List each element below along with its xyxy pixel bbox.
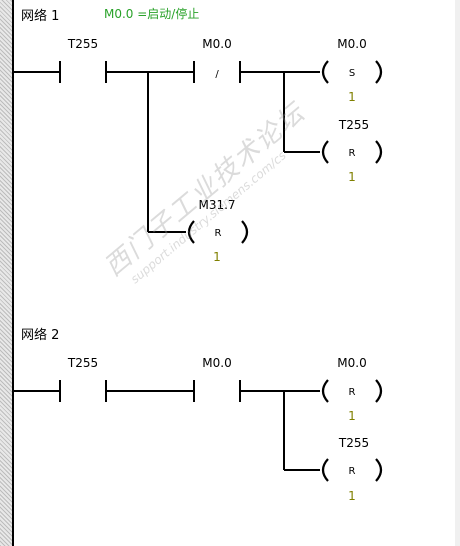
- vertical-scroll-edge[interactable]: [455, 0, 460, 546]
- n1-contact-m00-slash: /: [215, 69, 219, 80]
- n2-contact-m00-label[interactable]: M0.0: [202, 356, 232, 370]
- network-1-title[interactable]: 网络 1: [21, 9, 60, 24]
- n1-coil-m317-count[interactable]: 1: [213, 250, 221, 264]
- network-2-title[interactable]: 网络 2: [21, 328, 60, 343]
- n2-coil-t255-label[interactable]: T255: [338, 436, 370, 450]
- n1-coil-t255[interactable]: [321, 140, 383, 164]
- n2-coil-m00-count[interactable]: 1: [348, 409, 356, 423]
- n1-contact-t255-label[interactable]: T255: [67, 37, 99, 51]
- power-rail: [12, 0, 14, 546]
- n1-coil-m317[interactable]: [187, 220, 249, 244]
- network-1-comment[interactable]: M0.0 =启动/停止: [104, 7, 200, 21]
- n1-coil-m00-label[interactable]: M0.0: [337, 37, 367, 51]
- n1-contact-m00-label[interactable]: M0.0: [202, 37, 232, 51]
- left-rail-strip: [0, 0, 12, 546]
- n1-coil-m00[interactable]: [321, 60, 383, 84]
- n1-coil-m317-label[interactable]: M31.7: [198, 198, 236, 212]
- n2-contact-t255[interactable]: [59, 380, 107, 402]
- n2-contact-m00[interactable]: [193, 380, 241, 402]
- n1-coil-m00-count[interactable]: 1: [348, 90, 356, 104]
- n1-coil-m00-instr: S: [349, 68, 355, 79]
- n1-coil-m317-instr: R: [215, 228, 222, 239]
- n1-coil-t255-count[interactable]: 1: [348, 170, 356, 184]
- n2-contact-t255-label[interactable]: T255: [67, 356, 99, 370]
- n2-coil-m00-instr: R: [349, 387, 356, 398]
- n2-coil-m00[interactable]: [321, 379, 383, 403]
- n2-coil-m00-label[interactable]: M0.0: [337, 356, 367, 370]
- n2-coil-t255[interactable]: [321, 458, 383, 482]
- n1-contact-t255[interactable]: [59, 61, 107, 83]
- n1-coil-t255-label[interactable]: T255: [338, 118, 370, 132]
- n1-coil-t255-instr: R: [349, 148, 356, 159]
- n2-coil-t255-instr: R: [349, 466, 356, 477]
- n2-coil-t255-count[interactable]: 1: [348, 489, 356, 503]
